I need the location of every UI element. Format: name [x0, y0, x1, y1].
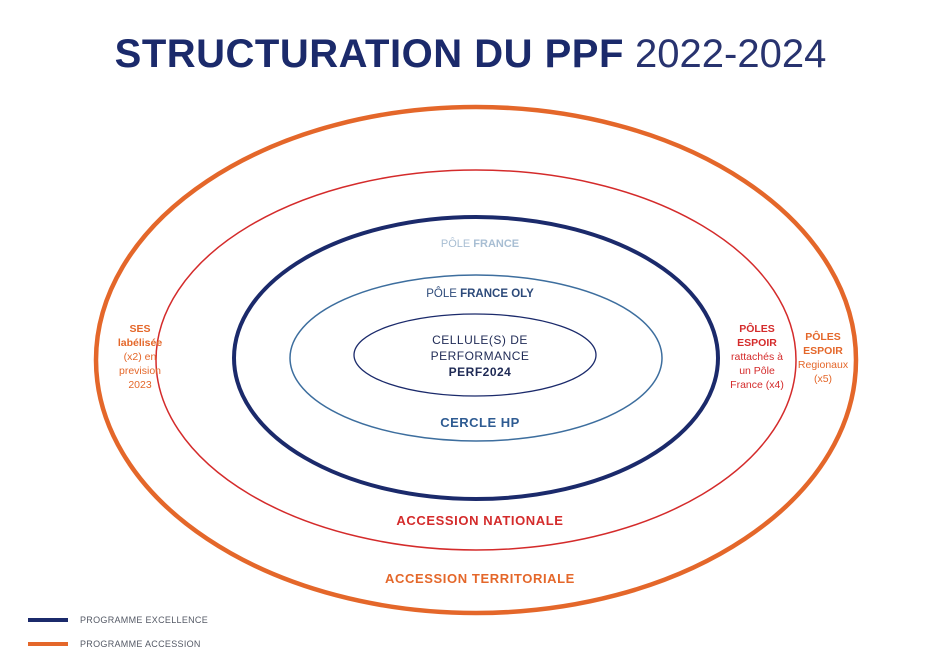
- ring-accession-territoriale: [93, 104, 859, 616]
- legend-label-accession: PROGRAMME ACCESSION: [80, 639, 201, 649]
- label-ses-labelisee: SES labélisée (x2) en prevision 2023: [117, 323, 163, 391]
- label-cellule-performance: CELLULE(S) DE PERFORMANCE PERF2024: [430, 333, 530, 379]
- legend-item-excellence: PROGRAMME EXCELLENCE: [28, 613, 208, 627]
- ring-accession-nationale: [155, 169, 797, 551]
- label-accession-territoriale: ACCESSION TERRITORIALE: [385, 571, 575, 586]
- label-cercle-hp: CERCLE HP: [440, 415, 520, 430]
- label-accession-nationale: ACCESSION NATIONALE: [396, 513, 564, 528]
- label-poles-espoir-regionaux: PÔLES ESPOIR Regionaux (x5): [797, 331, 849, 385]
- legend-swatch-navy: [28, 618, 68, 622]
- label-poles-espoir-rattaches: PÔLES ESPOIR rattachés à un Pôle France …: [730, 323, 784, 391]
- ring-pole-france-oly: [289, 274, 663, 442]
- label-pole-france-oly: PÔLE FRANCE OLY: [426, 288, 534, 300]
- ring-cellule-performance: [353, 313, 597, 397]
- title-main: STRUCTURATION DU PPF: [114, 32, 624, 76]
- legend-label-excellence: PROGRAMME EXCELLENCE: [80, 615, 209, 625]
- label-pole-france: PÔLE FRANCE: [440, 238, 520, 250]
- title-years: 2022-2024: [635, 32, 827, 76]
- legend-swatch-orange: [28, 642, 68, 646]
- ring-pole-france: [232, 215, 720, 501]
- page-title: STRUCTURATION DU PPF 2022-2024: [0, 30, 941, 78]
- legend-item-accession: PROGRAMME ACCESSION: [28, 637, 201, 651]
